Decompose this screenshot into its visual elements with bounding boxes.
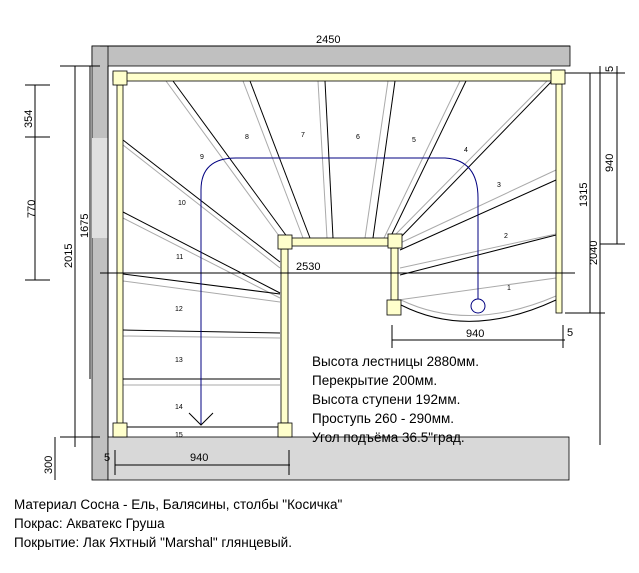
dim-right-940-bottom: 940 [466,328,484,340]
dim-right-gap-bottom: 5 [567,327,573,339]
step-number: 10 [178,200,186,207]
step-number: 12 [175,306,183,313]
footer-material: Материал Сосна - Ель, Балясины, столбы "… [14,497,343,512]
baluster-rail-left [280,248,289,424]
floor-slab [107,436,570,481]
walk-line-start-icon [470,298,486,314]
beam-left [116,84,124,426]
walk-line [200,157,479,425]
dim-left-1675: 1675 [79,214,91,238]
dim-left-770: 770 [26,200,38,218]
step-number: 15 [175,432,183,439]
wall-opening [92,138,108,238]
baluster-rail-top [290,237,389,247]
baluster-rail-right [390,247,399,301]
dim-bottom-940: 940 [190,452,208,464]
step-line [249,80,328,239]
beam-right [555,83,563,314]
wall-left [91,45,109,481]
beam-top [112,72,564,82]
note-stair-height: Высота лестницы 2880мм. [312,354,479,369]
walk-line-arrow-icon [188,412,214,426]
step-line [324,80,389,239]
step-number: 9 [200,154,204,161]
dim-bottom-gap: 5 [104,452,110,464]
step-number: 1 [507,285,511,292]
dimension-lines [25,45,625,480]
step-line [372,80,461,239]
footer-paint: Покрас: Акватекс Груша [14,516,165,531]
step-number: 2 [504,233,508,240]
step-number: 6 [356,134,360,141]
step-1-nosing [400,299,557,322]
step-number: 7 [301,132,305,139]
dim-left-354: 354 [23,110,35,128]
dim-right-2040: 2040 [588,241,600,265]
dim-left-2015: 2015 [63,244,75,268]
dim-right-gap-top: 5 [604,66,616,72]
wall-top [91,45,571,67]
step-number: 8 [245,134,249,141]
step-number: 11 [176,254,183,261]
step-line [172,80,304,239]
dim-center-2530: 2530 [296,261,320,273]
step-line [397,234,557,301]
post-bottom-middle [277,422,293,438]
post-inner-left [277,234,293,250]
post-top-left [112,70,128,86]
post-inner-right [387,233,403,249]
note-rise-angle: Угол подъёма 36.5"град. [312,430,465,445]
footer-coating: Покрытие: Лак Яхтный "Marshal" глянцевый… [14,535,292,550]
post-top-right [550,69,566,85]
post-inner-bottom [386,299,402,316]
post-bottom-left [112,422,128,438]
step-line [389,80,548,239]
dim-right-940: 940 [604,154,616,172]
dim-right-1315: 1315 [578,183,590,207]
step-number: 3 [497,182,501,189]
step-number: 5 [412,137,416,144]
note-tread-depth: Проступь 260 - 290мм. [312,411,454,426]
step-line [122,80,283,263]
step-number: 4 [464,147,468,154]
note-floor-slab: Перекрытие 200мм. [312,373,437,388]
step-number: 13 [175,357,183,364]
step-line [397,80,557,245]
dim-left-300: 300 [43,456,55,474]
step-number: 14 [175,404,183,411]
note-riser-height: Высота ступени 192мм. [312,392,460,407]
dim-top-width: 2450 [316,34,340,46]
